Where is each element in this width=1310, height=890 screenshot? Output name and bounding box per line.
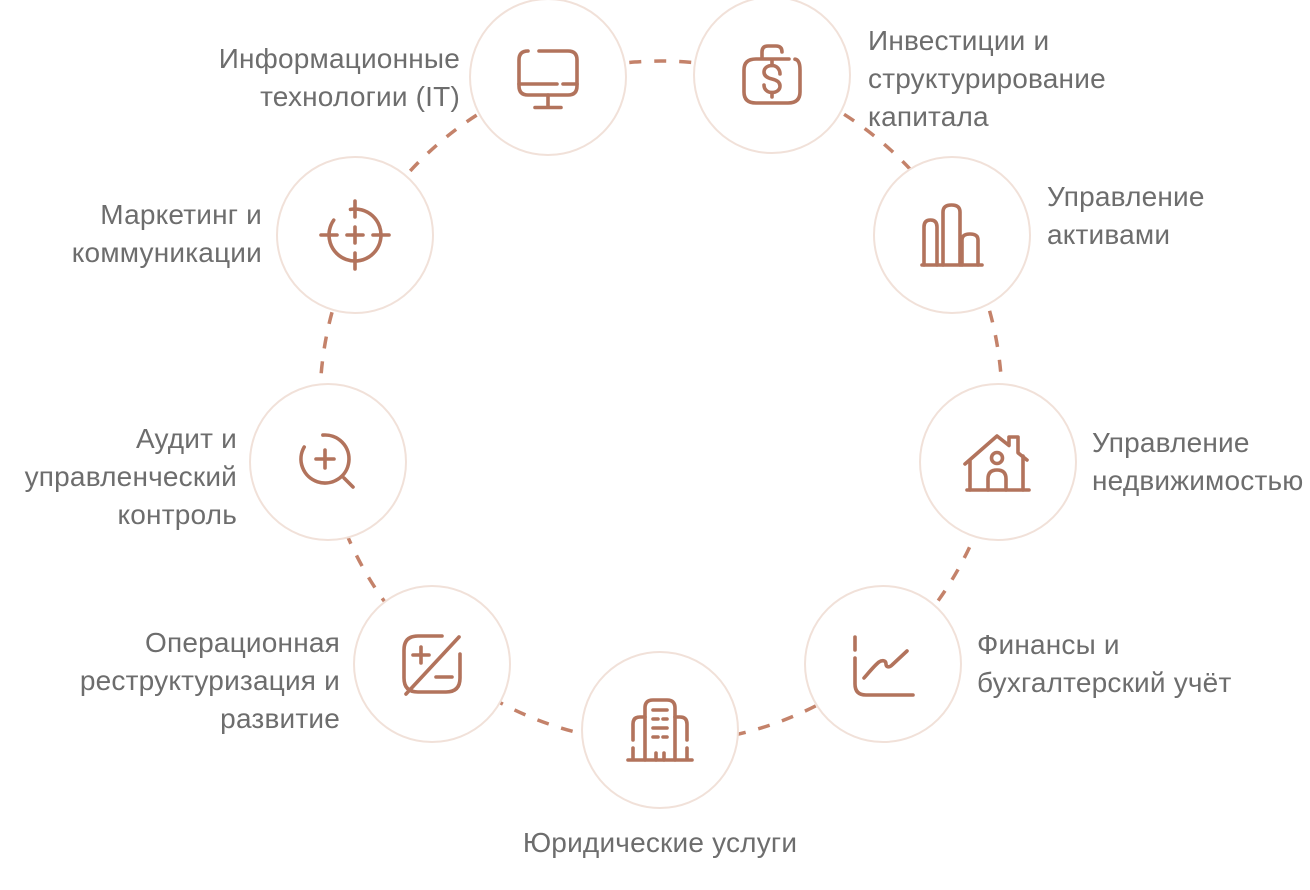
node-marketing: [276, 156, 434, 314]
label-finance: Финансы и бухгалтерский учёт: [977, 629, 1232, 698]
label-information-technology: Информационные технологии (IT): [218, 43, 460, 112]
calculator-icon: [402, 634, 462, 696]
node-operations: [353, 585, 511, 743]
briefcase-dollar-icon: [742, 44, 802, 105]
house-person-icon: [963, 434, 1031, 492]
bar-chart-icon: [920, 203, 984, 267]
label-operations: Операционная реструктуризация и развитие: [79, 627, 340, 734]
monitor-icon: [517, 49, 579, 110]
label-audit: Аудит и управленческий контроль: [24, 423, 237, 530]
node-investments: [693, 0, 851, 154]
magnifier-plus-icon: [299, 433, 355, 489]
node-finance: [804, 585, 962, 743]
label-real-estate: Управление недвижимостью: [1092, 427, 1304, 496]
node-asset-management: [873, 156, 1031, 314]
label-asset-management: Управление активами: [1047, 181, 1205, 250]
label-investments: Инвестиции и структурирование капитала: [868, 25, 1106, 132]
label-marketing: Маркетинг и коммуникации: [71, 199, 262, 268]
line-chart-icon: [853, 635, 915, 697]
node-audit: [249, 383, 407, 541]
label-legal: Юридические услуги: [522, 827, 798, 858]
node-information-technology: [469, 0, 627, 156]
office-building-icon: [626, 698, 694, 762]
target-icon: [319, 199, 391, 271]
node-legal: [581, 651, 739, 809]
node-real-estate: [919, 383, 1077, 541]
